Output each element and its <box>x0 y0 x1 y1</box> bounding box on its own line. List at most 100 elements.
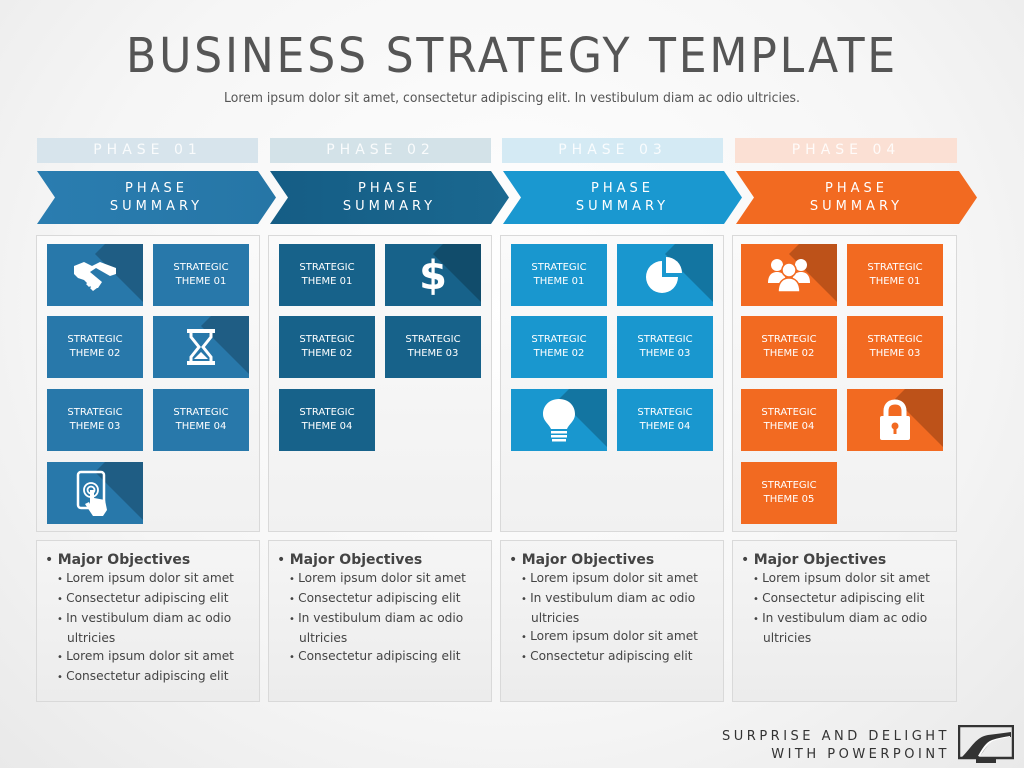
theme-tile[interactable]: STRATEGIC THEME 03 <box>47 389 143 451</box>
phase-summary-line2: SUMMARY <box>575 198 670 214</box>
people-group-icon <box>768 259 810 293</box>
phase-label-01: PHASE 01 <box>37 138 258 163</box>
theme-tile-icon[interactable] <box>741 244 837 306</box>
phase-label-02: PHASE 02 <box>270 138 491 163</box>
tile-label-line2: THEME 01 <box>533 276 585 287</box>
tablet-touch-icon <box>76 470 107 516</box>
tile-label-line2: THEME 04 <box>639 421 691 432</box>
theme-tile[interactable]: STRATEGIC THEME 04 <box>741 389 837 451</box>
objective-item: Lorem ipsum dolor sit amet <box>289 569 483 589</box>
road-monitor-logo-icon <box>958 725 1014 763</box>
tile-label-line1: STRATEGIC <box>173 407 229 418</box>
phase-summary-line2: SUMMARY <box>109 198 204 214</box>
objective-item: In vestibulum diam ac odio ultricies <box>57 609 251 647</box>
phase-summary-line1: PHASE <box>125 180 188 196</box>
tile-label-line1: STRATEGIC <box>67 407 123 418</box>
phase-summary-line1: PHASE <box>591 180 654 196</box>
objectives-list: Lorem ipsum dolor sit amet Consectetur a… <box>741 569 948 647</box>
hourglass-icon <box>187 329 215 365</box>
tile-label-line1: STRATEGIC <box>761 334 817 345</box>
tile-label-line1: STRATEGIC <box>761 480 817 491</box>
tile-label-line2: THEME 04 <box>301 421 353 432</box>
svg-text:$: $ <box>419 255 447 295</box>
phase-02-themes-panel: STRATEGIC THEME 01 $ STRATEGIC THEME 02 ST… <box>268 235 492 532</box>
objective-item: In vestibulum diam ac odio ultricies <box>289 609 483 647</box>
tile-label-line1: STRATEGIC <box>637 334 693 345</box>
tile-label-line2: THEME 02 <box>763 348 815 359</box>
objective-item: Lorem ipsum dolor sit amet <box>57 647 251 667</box>
objectives-heading: Major Objectives <box>45 551 251 569</box>
theme-tile-icon[interactable] <box>47 244 143 306</box>
page-subtitle: Lorem ipsum dolor sit amet, consectetur … <box>224 90 800 106</box>
tile-label-line1: STRATEGIC <box>761 407 817 418</box>
objective-item: Consectetur adipiscing elit <box>57 667 251 687</box>
objective-item: Consectetur adipiscing elit <box>289 589 483 609</box>
tile-label-line1: STRATEGIC <box>299 262 355 273</box>
theme-tile[interactable]: STRATEGIC THEME 04 <box>279 389 375 451</box>
theme-tile-icon[interactable] <box>511 389 607 451</box>
tile-label-line2: THEME 04 <box>763 421 815 432</box>
footer-tagline: SURPRISE AND DELIGHT WITH POWERPOINT <box>722 728 950 764</box>
tile-label-line2: THEME 01 <box>175 276 227 287</box>
objective-item: In vestibulum diam ac odio ultricies <box>753 609 948 647</box>
phase-label-03: PHASE 03 <box>502 138 723 163</box>
objectives-heading: Major Objectives <box>509 551 715 569</box>
theme-tile[interactable]: STRATEGIC THEME 03 <box>385 316 481 378</box>
theme-tile[interactable]: STRATEGIC THEME 02 <box>279 316 375 378</box>
page-title: BUSINESS STRATEGY TEMPLATE <box>126 28 898 84</box>
lightbulb-icon <box>543 399 575 442</box>
theme-tile[interactable]: STRATEGIC THEME 03 <box>617 316 713 378</box>
objective-item: In vestibulum diam ac odio ultricies <box>521 589 715 627</box>
objective-item: Consectetur adipiscing elit <box>753 589 948 609</box>
theme-tile-icon[interactable] <box>47 462 143 524</box>
footer-line1: SURPRISE AND DELIGHT <box>722 729 950 744</box>
tile-label-line2: THEME 04 <box>175 421 227 432</box>
tile-label-line1: STRATEGIC <box>867 334 923 345</box>
phase-summary-chevron-04: PHASE SUMMARY <box>736 171 977 224</box>
objectives-list: Lorem ipsum dolor sit amet Consectetur a… <box>45 569 251 687</box>
tile-label-line1: STRATEGIC <box>299 407 355 418</box>
objective-item: Lorem ipsum dolor sit amet <box>521 627 715 647</box>
phase-summary-line1: PHASE <box>358 180 421 196</box>
phase-03-objectives: Major Objectives Lorem ipsum dolor sit a… <box>500 540 724 702</box>
phase-02-objectives: Major Objectives Lorem ipsum dolor sit a… <box>268 540 492 702</box>
theme-tile[interactable]: STRATEGIC THEME 02 <box>741 316 837 378</box>
tile-label-line1: STRATEGIC <box>299 334 355 345</box>
padlock-icon <box>880 399 910 440</box>
phase-summary-line1: PHASE <box>825 180 888 196</box>
tile-label-line1: STRATEGIC <box>67 334 123 345</box>
objective-item: Lorem ipsum dolor sit amet <box>521 569 715 589</box>
objective-item: Consectetur adipiscing elit <box>289 647 483 667</box>
theme-tile-icon[interactable] <box>153 316 249 378</box>
theme-tile-icon[interactable]: $ <box>385 244 481 306</box>
tile-label-line1: STRATEGIC <box>867 262 923 273</box>
dollar-icon: $ <box>419 255 447 295</box>
tile-label-line2: THEME 03 <box>407 348 459 359</box>
phase-summary-line2: SUMMARY <box>342 198 437 214</box>
theme-tile-icon[interactable] <box>847 389 943 451</box>
tile-label-line2: THEME 02 <box>533 348 585 359</box>
phase-summary-line2: SUMMARY <box>809 198 904 214</box>
objective-item: Consectetur adipiscing elit <box>57 589 251 609</box>
objective-item: Consectetur adipiscing elit <box>521 647 715 667</box>
phase-01-objectives: Major Objectives Lorem ipsum dolor sit a… <box>36 540 260 702</box>
theme-tile[interactable]: STRATEGIC THEME 04 <box>153 389 249 451</box>
tile-label-line1: STRATEGIC <box>405 334 461 345</box>
phase-summary-chevron-02: PHASE SUMMARY <box>270 171 509 224</box>
tile-label-line2: THEME 02 <box>301 348 353 359</box>
tile-label-line2: THEME 01 <box>301 276 353 287</box>
tile-label-line2: THEME 03 <box>639 348 691 359</box>
theme-tile[interactable]: STRATEGIC THEME 01 <box>279 244 375 306</box>
tile-label-line2: THEME 03 <box>69 421 121 432</box>
theme-tile-icon[interactable] <box>617 244 713 306</box>
